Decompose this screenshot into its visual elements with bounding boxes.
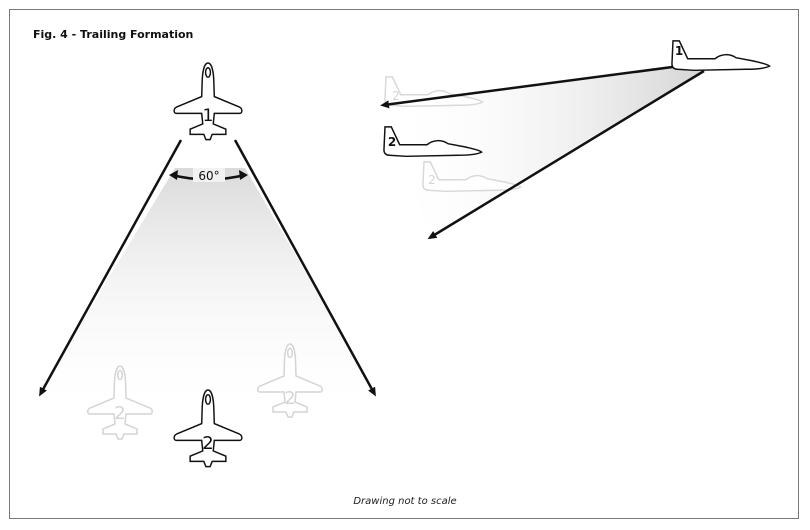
lead-aircraft-side-label: 1 — [675, 44, 683, 58]
top-view-cone — [40, 168, 375, 421]
angle-arrow-left-head — [169, 170, 178, 180]
ghost-wingman-right-label: 2 — [284, 388, 295, 409]
wingman-aircraft-side-label: 2 — [388, 135, 396, 149]
lead-aircraft-top-label: 1 — [203, 106, 214, 126]
scale-footnote: Drawing not to scale — [353, 496, 457, 507]
wingman-aircraft-top-label: 2 — [202, 433, 213, 454]
figure-title: Fig. 4 - Trailing Formation — [33, 28, 194, 41]
side-arrow-lower — [427, 69, 705, 240]
cone-arrow-right — [233, 139, 376, 397]
lead-aircraft-top — [173, 62, 243, 141]
ghost-wingman-upper-label: 2 — [392, 89, 400, 103]
lead-aircraft-side — [671, 40, 771, 72]
angle-arrow-right-head — [239, 170, 248, 180]
cone-arrow-left — [39, 139, 183, 397]
side-view-group: 2 2 1 2 — [380, 40, 771, 240]
side-view-cone — [388, 66, 705, 236]
ghost-wingman-left-label: 2 — [114, 403, 125, 424]
side-arrow-upper — [380, 64, 681, 109]
angle-label: 60° — [198, 169, 219, 183]
top-view-group: 2 2 1 60° 2 — [39, 62, 376, 468]
ghost-wingman-lower-label: 2 — [428, 173, 436, 187]
angle-label-bg — [193, 168, 225, 182]
